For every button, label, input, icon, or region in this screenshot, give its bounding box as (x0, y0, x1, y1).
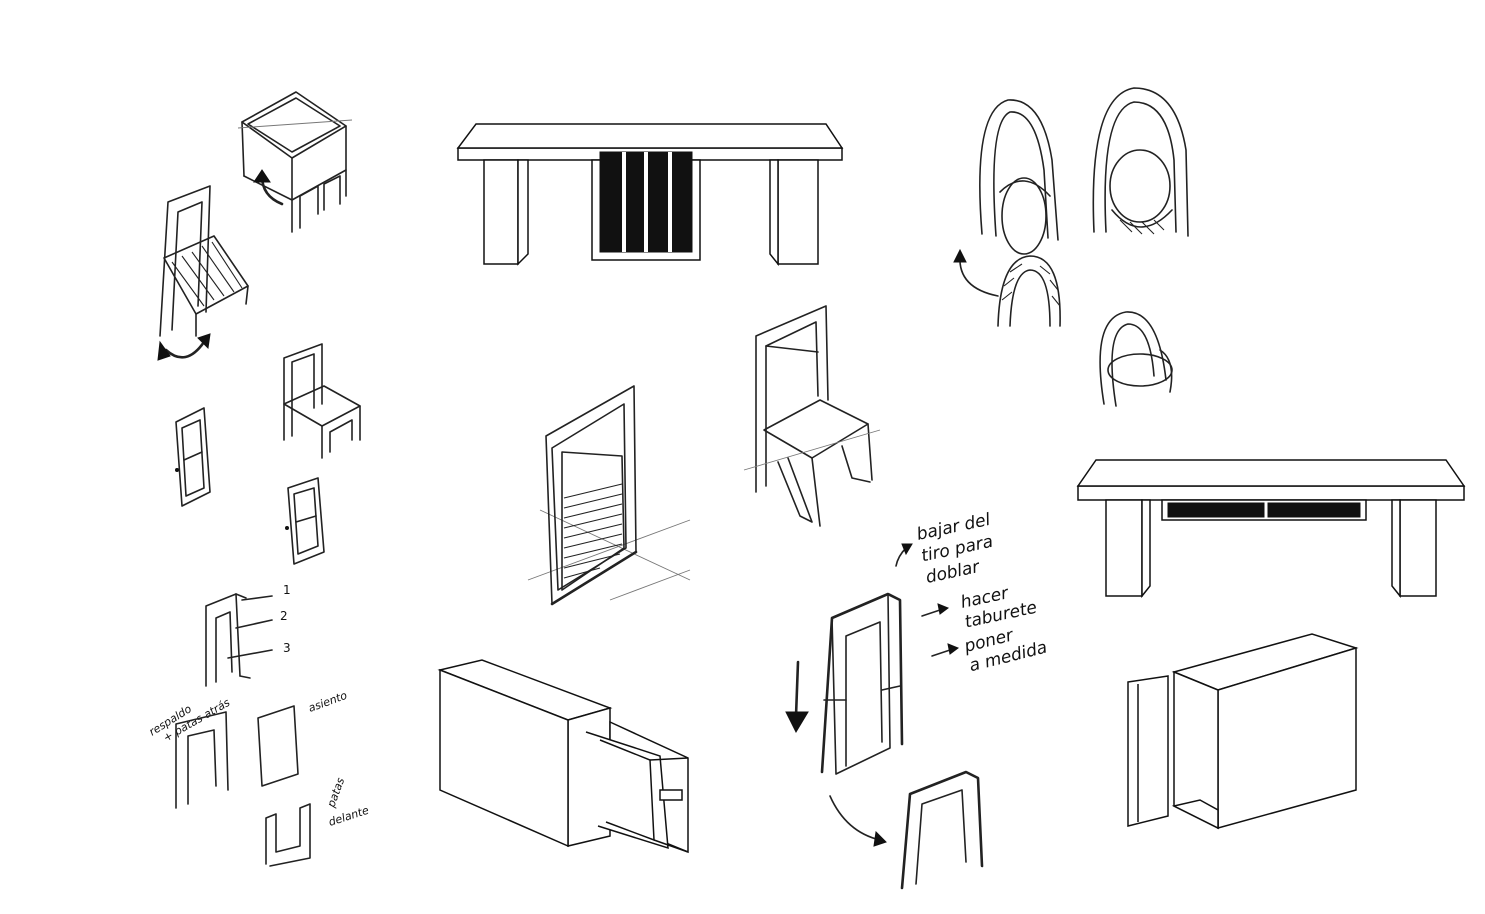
folding-panel-isometric-sketch (527, 385, 691, 606)
curved-chair-sketch-3 (1099, 311, 1173, 407)
frame-parts-sketch: 1 2 3 (205, 583, 291, 687)
chair-small-sketch (283, 343, 361, 459)
pointer-arrow-icon (921, 609, 941, 617)
folded-chair-sketch (175, 407, 211, 507)
double-arrow-icon (157, 333, 211, 361)
svg-text:bajar del tiro para: bajar del tiro para doblar (915, 509, 1007, 588)
curved-arrow-icon (829, 795, 887, 847)
svg-text:hacer taburete: hacer taburete (959, 578, 1039, 632)
part-2-label: 2 (280, 609, 288, 623)
down-arrow-icon (785, 660, 809, 734)
curved-arch-hatched-sketch (953, 248, 1061, 327)
table-with-chairs-front-view (456, 123, 844, 267)
back-frame-sketch (175, 711, 229, 809)
part-3-label: 3 (283, 641, 291, 655)
open-storage-box-vector (1127, 633, 1359, 830)
pointer-arrow-icon (931, 649, 951, 657)
chair-sliding-in-case-vector (437, 659, 689, 854)
annotation-group: bajar del tiro para doblar hacer taburet… (895, 509, 1049, 676)
folded-panel-sketch (285, 477, 325, 565)
patas-label: patas (324, 776, 347, 810)
curved-chair-sketch-2 (1092, 87, 1189, 237)
tall-frame-sketch (820, 592, 904, 775)
stool-frame-sketch (900, 770, 984, 890)
stool-sketch (237, 91, 353, 233)
tall-chair-isometric-sketch (743, 305, 881, 527)
curved-chair-sketch-1 (979, 99, 1059, 255)
chair-hatched-sketch (159, 185, 249, 337)
rotate-arrow-icon (253, 169, 284, 206)
part-1-label: 1 (283, 583, 291, 597)
seat-panel-sketch (257, 705, 299, 787)
front-legs-sketch (265, 803, 311, 867)
asiento-label: asiento (307, 689, 350, 715)
table-with-drawer-front-view (1076, 459, 1466, 599)
